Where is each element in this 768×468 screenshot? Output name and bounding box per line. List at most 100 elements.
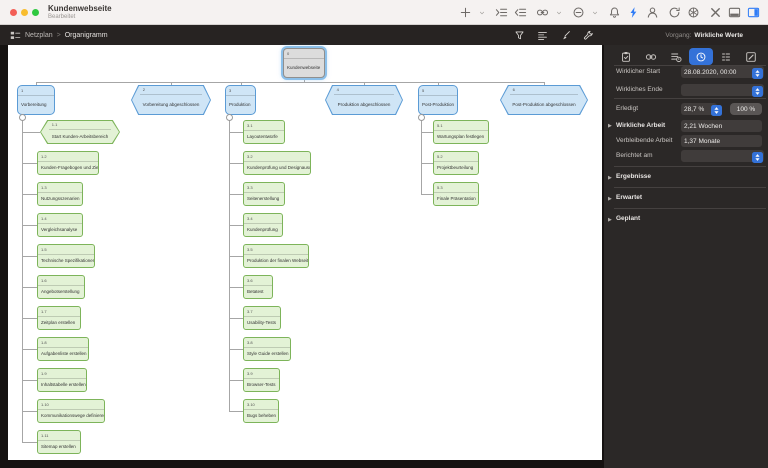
disclosure-triangle[interactable]: ▶ bbox=[608, 217, 612, 223]
node-number: 1 bbox=[18, 86, 54, 96]
node-label: Browser-Tests bbox=[247, 381, 276, 387]
globe-icon[interactable] bbox=[687, 6, 700, 19]
refresh-icon[interactable] bbox=[668, 6, 681, 19]
inspector-tab-columns[interactable] bbox=[714, 48, 738, 65]
close-button[interactable] bbox=[10, 9, 17, 16]
bell-icon[interactable] bbox=[608, 6, 621, 19]
connector-line bbox=[22, 349, 37, 350]
inspector-tab-clock[interactable] bbox=[689, 48, 713, 65]
collapse-toggle[interactable] bbox=[226, 114, 233, 121]
inspector-tab-edit[interactable] bbox=[739, 48, 763, 65]
breadcrumb-view[interactable]: Netzplan bbox=[25, 31, 53, 39]
filter-icon[interactable] bbox=[514, 30, 525, 41]
align-list-icon[interactable] bbox=[537, 30, 548, 41]
reported-field[interactable] bbox=[681, 150, 764, 162]
set-100-percent-button[interactable]: 100 % bbox=[730, 103, 762, 115]
actual-end-field[interactable] bbox=[681, 84, 764, 96]
disclosure-triangle[interactable]: ▶ bbox=[608, 123, 612, 129]
chevron-down-icon[interactable] bbox=[555, 9, 563, 17]
field-label: Wirklicher Start bbox=[616, 68, 661, 75]
zoom-button[interactable] bbox=[32, 9, 39, 16]
context-indicator: Vorgang: Wirkliche Werte bbox=[665, 25, 743, 45]
minimize-button[interactable] bbox=[21, 9, 28, 16]
wrench-icon[interactable] bbox=[583, 30, 594, 41]
toolbar-icon-group bbox=[572, 6, 599, 19]
disclosure-triangle[interactable]: ▶ bbox=[608, 196, 612, 202]
panel-bottom-icon[interactable] bbox=[728, 6, 741, 19]
person-icon[interactable] bbox=[646, 6, 659, 19]
tools-icon[interactable] bbox=[709, 6, 722, 19]
inspector-tab-link[interactable] bbox=[639, 48, 663, 65]
divider bbox=[614, 98, 766, 99]
chevron-down-icon[interactable] bbox=[591, 9, 599, 17]
window-title: Kundenwebseite bbox=[48, 4, 112, 13]
chevron-down-icon[interactable] bbox=[478, 9, 486, 17]
completed-field[interactable]: 28,7 % bbox=[681, 103, 717, 115]
collapse-toggle[interactable] bbox=[418, 114, 425, 121]
remaining-work-field[interactable]: 1,37 Monate bbox=[681, 135, 762, 147]
inspector-tab-resources[interactable] bbox=[664, 48, 688, 65]
stepper-control[interactable] bbox=[711, 103, 722, 116]
connector-line bbox=[229, 132, 243, 133]
remaining-work-row: Verbleibende Arbeit 1,37 Monate bbox=[604, 134, 768, 148]
stepper-control[interactable] bbox=[752, 66, 763, 79]
node-label: Finale Präsentation bbox=[437, 195, 476, 201]
minus-circle-icon[interactable] bbox=[572, 6, 585, 19]
node-label: Nutzungsszenarien bbox=[41, 195, 80, 201]
node-number: 3.5 bbox=[244, 245, 308, 255]
stepper-control[interactable] bbox=[752, 150, 763, 163]
brush-icon[interactable] bbox=[560, 30, 571, 41]
actual-start-field[interactable]: 28.08.2020, 00:00 bbox=[681, 66, 764, 78]
actual-work-field[interactable]: 2,21 Wochen bbox=[681, 120, 762, 132]
stepper-control[interactable] bbox=[752, 84, 763, 97]
plus-icon[interactable] bbox=[459, 6, 472, 19]
connector-line bbox=[171, 82, 172, 85]
link-icon[interactable] bbox=[536, 6, 549, 19]
lightning-icon[interactable] bbox=[627, 6, 640, 19]
panel-right-icon[interactable] bbox=[747, 6, 760, 19]
breadcrumb[interactable]: Netzplan > Organigramm bbox=[10, 25, 108, 45]
results-section[interactable]: ▶ Ergebnisse bbox=[604, 171, 768, 185]
indent-right-icon[interactable] bbox=[495, 6, 508, 19]
indent-left-icon[interactable] bbox=[514, 6, 527, 19]
disclosure-triangle[interactable]: ▶ bbox=[608, 175, 612, 181]
node-number: 5 bbox=[419, 86, 457, 96]
inspector-tab-clipboard-check[interactable] bbox=[614, 48, 638, 65]
expected-section[interactable]: ▶ Erwartet bbox=[604, 192, 768, 206]
collapse-toggle[interactable] bbox=[19, 114, 26, 121]
breadcrumb-subview[interactable]: Organigramm bbox=[64, 31, 108, 39]
planned-section[interactable]: ▶ Geplant bbox=[604, 213, 768, 227]
